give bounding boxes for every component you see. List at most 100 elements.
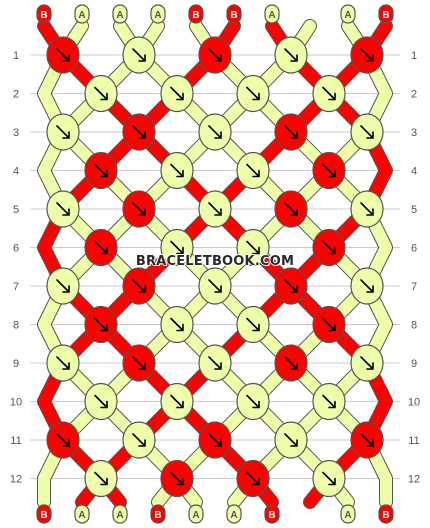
row-label-left: 8 [13,320,19,332]
knot [160,459,194,498]
knot-arrow-icon [56,125,70,139]
knot [350,344,384,382]
end-thread-letter: A [192,510,199,521]
row-label-right: 2 [411,89,417,101]
knot-arrow-icon [360,279,374,293]
knot-arrow-icon [246,163,260,178]
knot [84,74,118,113]
knot-arrow-icon [94,240,108,255]
row-label-left: 10 [10,397,22,409]
knot-arrow-icon [94,317,108,332]
knot [160,305,194,344]
knot [274,267,308,305]
thread-cap [36,4,52,24]
row-label-right: 10 [408,397,420,409]
knot [46,190,80,228]
knot-arrow-icon [94,394,108,409]
thread-cap [112,4,128,24]
knot-arrow-icon [170,163,184,178]
knot [312,74,346,113]
knot-arrow-icon [322,240,336,255]
row-label-left: 4 [13,166,19,178]
knot [198,113,232,151]
knot-arrow-icon [284,433,298,447]
knot [84,459,118,498]
knot-arrow-icon [170,471,184,486]
knot [236,382,270,421]
knot-arrow-icon [208,279,222,293]
knot-arrow-icon [170,317,184,332]
knot [198,421,232,459]
knot [312,382,346,421]
knot [160,382,194,421]
start-thread-letter: B [40,10,47,21]
knot [46,267,80,305]
knot-arrow-icon [246,394,260,409]
knot-arrow-icon [246,86,260,101]
knot-arrow-icon [170,240,184,255]
thread-cap [340,4,356,24]
knot-arrow-icon [132,48,146,62]
row-label-right: 7 [411,281,417,293]
knot [350,190,384,228]
thread-cap [188,4,204,24]
thread-cap [74,504,90,524]
knot [46,113,80,151]
knot [350,113,384,151]
knot-arrow-icon [322,394,336,409]
knot-arrow-icon [94,471,108,486]
thread-cap [150,504,166,524]
knot [350,421,384,459]
knot [274,113,308,151]
knot-arrow-icon [322,317,336,332]
knot [274,344,308,382]
knot-arrow-icon [132,356,146,370]
knot-arrow-icon [132,433,146,447]
end-thread-letter: B [154,510,161,521]
row-label-left: 2 [13,89,19,101]
knot [122,36,156,74]
knot-arrow-icon [360,433,374,447]
row-label-right: 12 [408,474,420,486]
knot [160,151,194,190]
knot [84,228,118,267]
knot-arrow-icon [360,48,374,62]
knot [274,421,308,459]
thread-cap [264,4,280,24]
knot [274,190,308,228]
row-label-left: 3 [13,127,19,139]
row-label-right: 4 [411,166,417,178]
knot [160,228,194,267]
knot [198,267,232,305]
knot-arrow-icon [170,394,184,409]
knot-arrow-icon [284,279,298,293]
knot-arrow-icon [208,356,222,370]
knot-arrow-icon [132,202,146,216]
knot [122,113,156,151]
row-label-right: 8 [411,320,417,332]
knot [198,190,232,228]
knot-arrow-icon [246,471,260,486]
knot [122,421,156,459]
row-label-left: 12 [10,474,22,486]
start-thread-letter: A [154,10,161,21]
knot-arrow-icon [284,356,298,370]
knot [46,36,80,74]
knot [274,36,308,74]
end-thread-letter: A [344,510,351,521]
start-thread-letter: B [192,10,199,21]
thread-cap [226,504,242,524]
knot [350,267,384,305]
row-label-right: 6 [411,243,417,255]
thread-cap [264,504,280,524]
knot-arrow-icon [94,163,108,178]
knot [312,305,346,344]
row-label-right: 9 [411,358,417,370]
row-label-left: 6 [13,243,19,255]
knot-arrow-icon [56,202,70,216]
knot [236,228,270,267]
knot [84,305,118,344]
end-thread-letter: B [382,510,389,521]
